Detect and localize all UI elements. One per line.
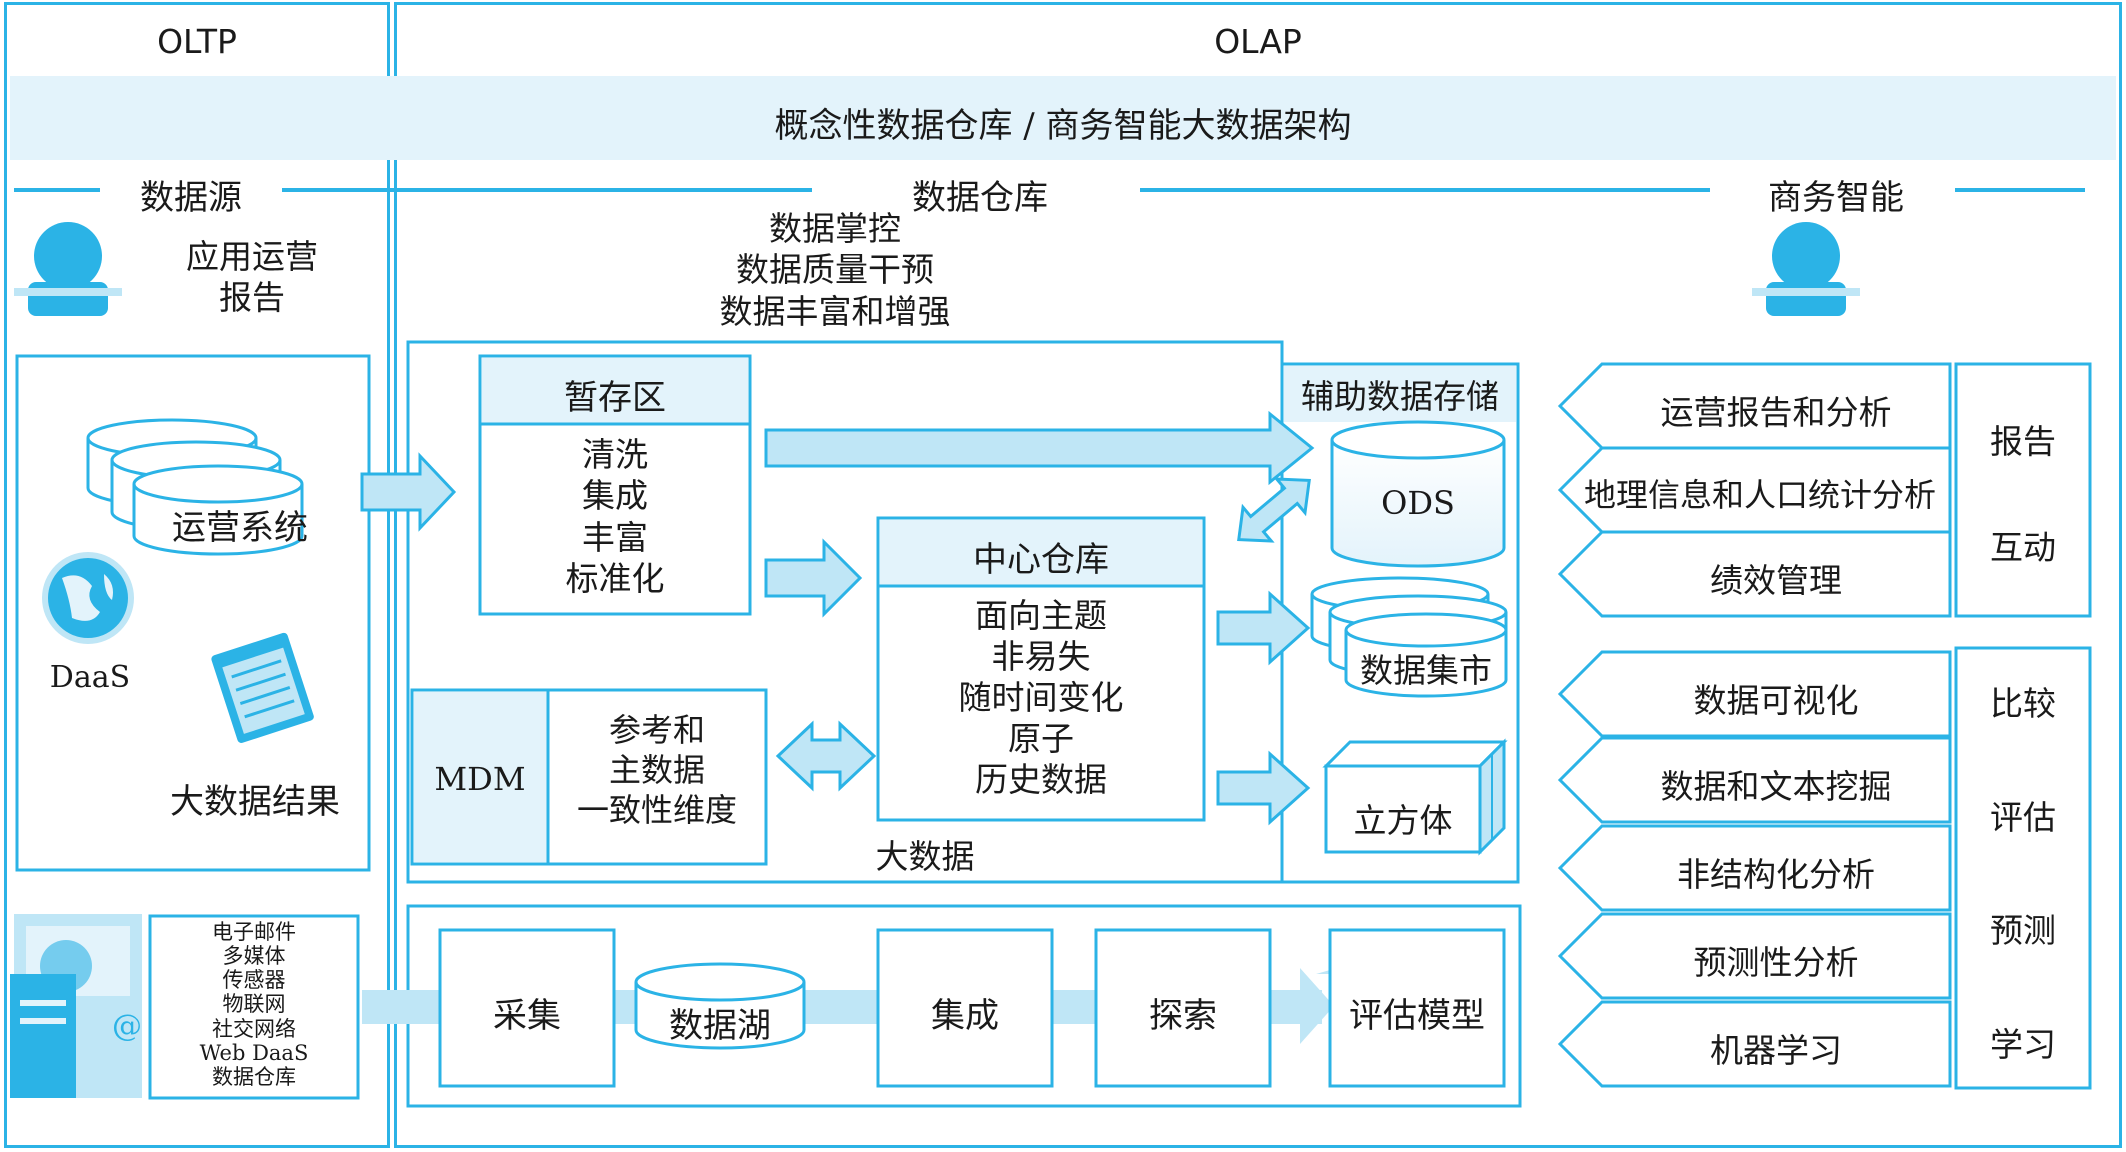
- datamart-cylinders: [1310, 576, 1508, 698]
- oltp-title: OLTP: [157, 22, 237, 61]
- user-icon: [1752, 222, 1860, 316]
- center-items: 面向主题 非易失 随时间变化 原子 历史数据: [958, 596, 1124, 799]
- ods-cylinder: [1330, 420, 1506, 568]
- architecture-banner: [10, 76, 2116, 160]
- section-line: [282, 188, 812, 192]
- aux-storage-title: 辅助数据存储: [1301, 377, 1499, 416]
- globe-icon: [42, 552, 134, 644]
- staging-title: 暂存区: [564, 378, 666, 418]
- bi-ops-report: 运营报告和分析: [1660, 393, 1892, 432]
- pipeline-model-box: [1328, 928, 1506, 1088]
- bi-visualization: 数据可视化: [1693, 681, 1859, 720]
- bi-group2: [1557, 650, 1952, 1088]
- mdm-items: 参考和 主数据 一致性维度: [576, 711, 737, 829]
- ods-label: ODS: [1381, 484, 1455, 522]
- center-title: 中心仓库: [973, 540, 1109, 580]
- sources-list: 电子邮件 多媒体 传感器 物联网 社交网络 Web DaaS 数据仓库: [199, 920, 309, 1089]
- arrow: [775, 720, 877, 792]
- ops-system-label: 运营系统: [172, 508, 308, 548]
- bi-ml: 机器学习: [1710, 1031, 1842, 1070]
- aux-storage-header: [1284, 366, 1516, 422]
- mdm-label: MDM: [434, 760, 526, 798]
- user-icon: [14, 222, 122, 316]
- sources-list-box: [148, 914, 360, 1100]
- arrow: [1216, 590, 1311, 666]
- svg-text:@: @: [112, 1009, 142, 1044]
- staging-items: 清洗 集成 丰富 标准化: [565, 435, 665, 598]
- oltp-panel: [4, 2, 390, 1148]
- bi-group1-label: 报告 互动: [1990, 422, 2056, 567]
- section-line: [1955, 188, 2085, 192]
- bi-group1: [1557, 362, 1952, 618]
- pipeline-explore-box: [1094, 928, 1272, 1088]
- section-datasource: 数据源: [140, 178, 242, 218]
- datamart-label: 数据集市: [1360, 651, 1492, 690]
- pipeline-datalake: 数据湖: [669, 1006, 771, 1046]
- arrow: [764, 410, 1315, 486]
- bi-unstructured: 非结构化分析: [1677, 855, 1875, 894]
- arrow: [1237, 477, 1311, 543]
- bigdata-label: 大数据: [875, 837, 975, 876]
- bi-group2-label-box: [1954, 646, 2092, 1090]
- bi-performance: 绩效管理: [1710, 561, 1842, 600]
- bi-group1-label-box: [1954, 362, 2092, 618]
- banner-title: 概念性数据仓库 / 商务智能大数据架构: [774, 106, 1352, 146]
- section-line: [14, 188, 100, 192]
- pipeline-model: 评估模型: [1349, 996, 1485, 1036]
- bigdata-results-label: 大数据结果: [170, 782, 340, 822]
- arrow: [1216, 750, 1311, 826]
- notepad-icon: [211, 632, 314, 743]
- governance-label: 数据掌控 数据质量干预 数据丰富和增强: [719, 209, 951, 331]
- app-report-label: 应用运营 报告: [186, 237, 318, 318]
- arrow: [360, 452, 457, 532]
- bi-group2-label: 比较 评估 预测 学习: [1990, 684, 2056, 1064]
- olap-panel: [394, 2, 2122, 1148]
- pipeline-collect-box: [438, 928, 616, 1088]
- pipeline-explore: 探索: [1149, 996, 1217, 1036]
- section-line: [1140, 188, 1710, 192]
- arrow: [1300, 968, 1334, 1044]
- ops-system-cylinders: [86, 418, 304, 556]
- bi-predictive: 预测性分析: [1693, 943, 1859, 982]
- arrow: [764, 538, 863, 618]
- section-bi: 商务智能: [1768, 178, 1904, 218]
- pipeline-collect: 采集: [493, 996, 561, 1036]
- datalake-cylinder: [634, 962, 806, 1050]
- datasource-box: [15, 354, 371, 872]
- cube-shape: [1322, 738, 1508, 856]
- olap-title: OLAP: [1214, 22, 1302, 61]
- pipeline-integrate: 集成: [931, 996, 999, 1036]
- cube-label: 立方体: [1353, 801, 1453, 840]
- server-icon: @: [10, 914, 142, 1098]
- section-warehouse: 数据仓库: [912, 178, 1048, 218]
- daas-label: DaaS: [49, 660, 131, 695]
- pipeline-integrate-box: [876, 928, 1054, 1088]
- bi-geo-demographic: 地理信息和人口统计分析: [1583, 476, 1936, 514]
- bi-text-mining: 数据和文本挖掘: [1660, 767, 1892, 806]
